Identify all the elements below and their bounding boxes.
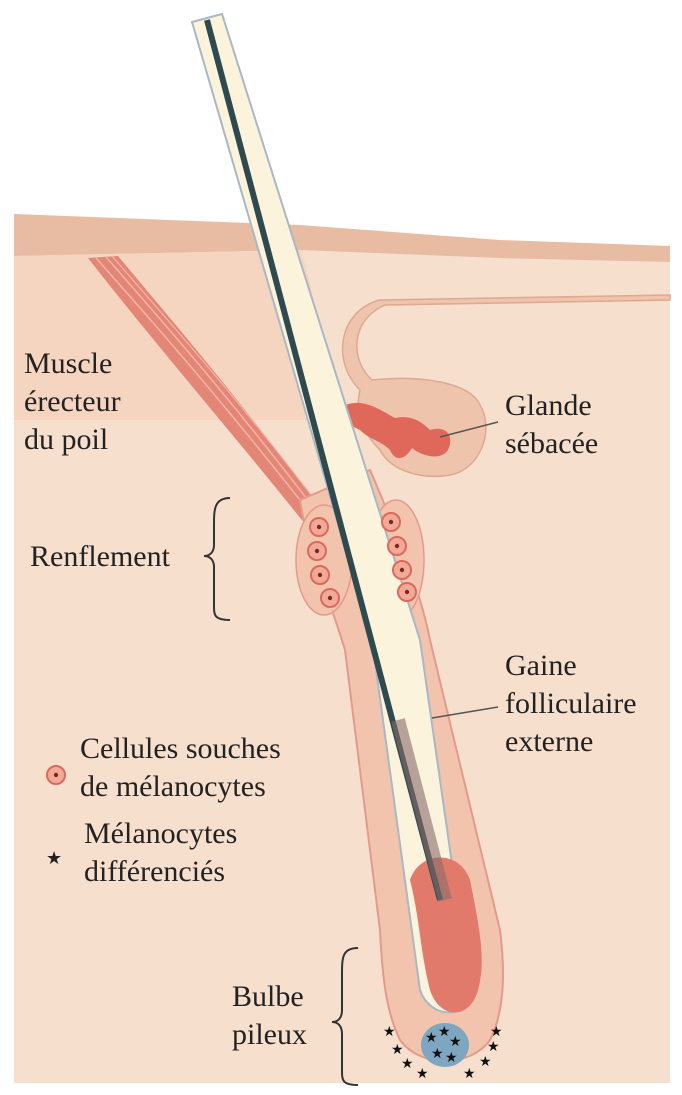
label-bulge: Renflement [30,538,170,576]
stem-cell-nucleus [318,573,322,577]
label-line: du poil [24,421,121,459]
label-line: Cellules souches [80,730,281,768]
melanocyte-star: ★ [449,1034,462,1050]
stem-cell-nucleus [315,549,319,553]
melanocyte-star: ★ [463,1066,476,1082]
stem-cell-nucleus [395,544,399,548]
label-line: de mélanocytes [80,768,281,806]
label-line: Mélanocytes [84,815,237,853]
melanocyte-star: ★ [487,1039,500,1055]
stem-cell-nucleus [317,525,321,529]
label-line: externe [505,723,637,761]
label-arrector-muscle: Muscle érecteur du poil [24,345,121,459]
melanocyte-star: ★ [490,1024,503,1040]
stem-cell-nucleus [389,520,393,524]
label-melanocytes: Mélanocytes différenciés [84,815,237,891]
label-sebaceous-gland: Glande sébacée [505,387,598,463]
label-line: Muscle [24,345,121,383]
label-line: pileux [232,1016,307,1054]
stem-cell-nucleus [328,596,332,600]
label-hair-bulb: Bulbe pileux [232,978,307,1054]
stem-cell-nucleus [400,568,404,572]
label-line: Glande [505,387,598,425]
melanocyte-star: ★ [383,1024,396,1040]
melanocyte-star: ★ [479,1054,492,1070]
melanocyte-star: ★ [401,1056,414,1072]
melanocyte-star: ★ [425,1030,438,1046]
legend-stem-cell-dot [54,773,58,777]
label-line: folliculaire [505,685,637,723]
label-stem-cells: Cellules souches de mélanocytes [80,730,281,806]
legend-star-icon: ★ [46,848,62,869]
label-line: sébacée [505,425,598,463]
label-outer-sheath: Gaine folliculaire externe [505,647,637,761]
stem-cell-nucleus [405,590,409,594]
label-line: érecteur [24,383,121,421]
label-line: Renflement [30,538,170,576]
label-line: Bulbe [232,978,307,1016]
melanocyte-star: ★ [445,1050,458,1066]
label-line: différenciés [84,853,237,891]
melanocyte-star: ★ [416,1066,429,1082]
melanocyte-star: ★ [431,1046,444,1062]
label-line: Gaine [505,647,637,685]
